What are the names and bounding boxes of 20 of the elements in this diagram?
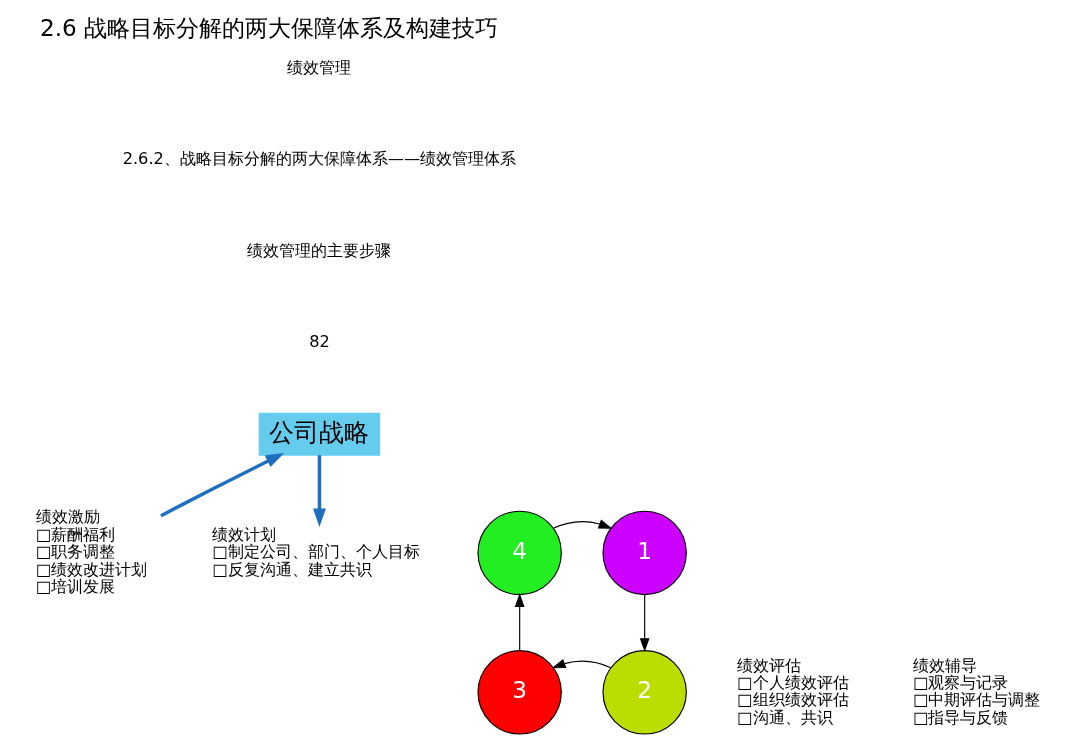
node-circle: 1 bbox=[601, 510, 687, 596]
node-text: 绩效激励 □薪酬福利 □职务调整 □绩效改进计划 □培训发展 bbox=[35, 507, 147, 596]
arrow bbox=[514, 593, 525, 651]
node-text: 绩效辅导 □观察与记录 □中期评估与调整 □指导与反馈 bbox=[912, 655, 1040, 727]
arrow bbox=[552, 519, 612, 529]
arrow bbox=[639, 594, 650, 653]
arrow bbox=[159, 452, 284, 518]
label: 绩效管理的主要步骤 bbox=[246, 240, 391, 260]
node-circle: 2 bbox=[601, 650, 687, 735]
node-text: 绩效计划 □制定公司、部门、个人目标 □反复沟通、建立共识 bbox=[211, 524, 420, 579]
node-box: 公司战略 bbox=[258, 412, 380, 456]
node-text: 绩效评估 □个人绩效评估 □组织绩效评估 □沟通、共识 bbox=[736, 655, 849, 727]
node-circle: 4 bbox=[476, 510, 562, 596]
diagram-title: 2.6 战略目标分解的两大保障体系及构建技巧 bbox=[39, 15, 498, 42]
label: 82 bbox=[308, 332, 330, 352]
arrow bbox=[312, 455, 326, 528]
node-circle: 3 bbox=[476, 650, 562, 735]
label: 绩效管理 bbox=[286, 57, 351, 77]
label: 2.6.2、战略目标分解的两大保障体系——绩效管理体系 bbox=[122, 149, 516, 169]
arrow bbox=[551, 658, 611, 669]
